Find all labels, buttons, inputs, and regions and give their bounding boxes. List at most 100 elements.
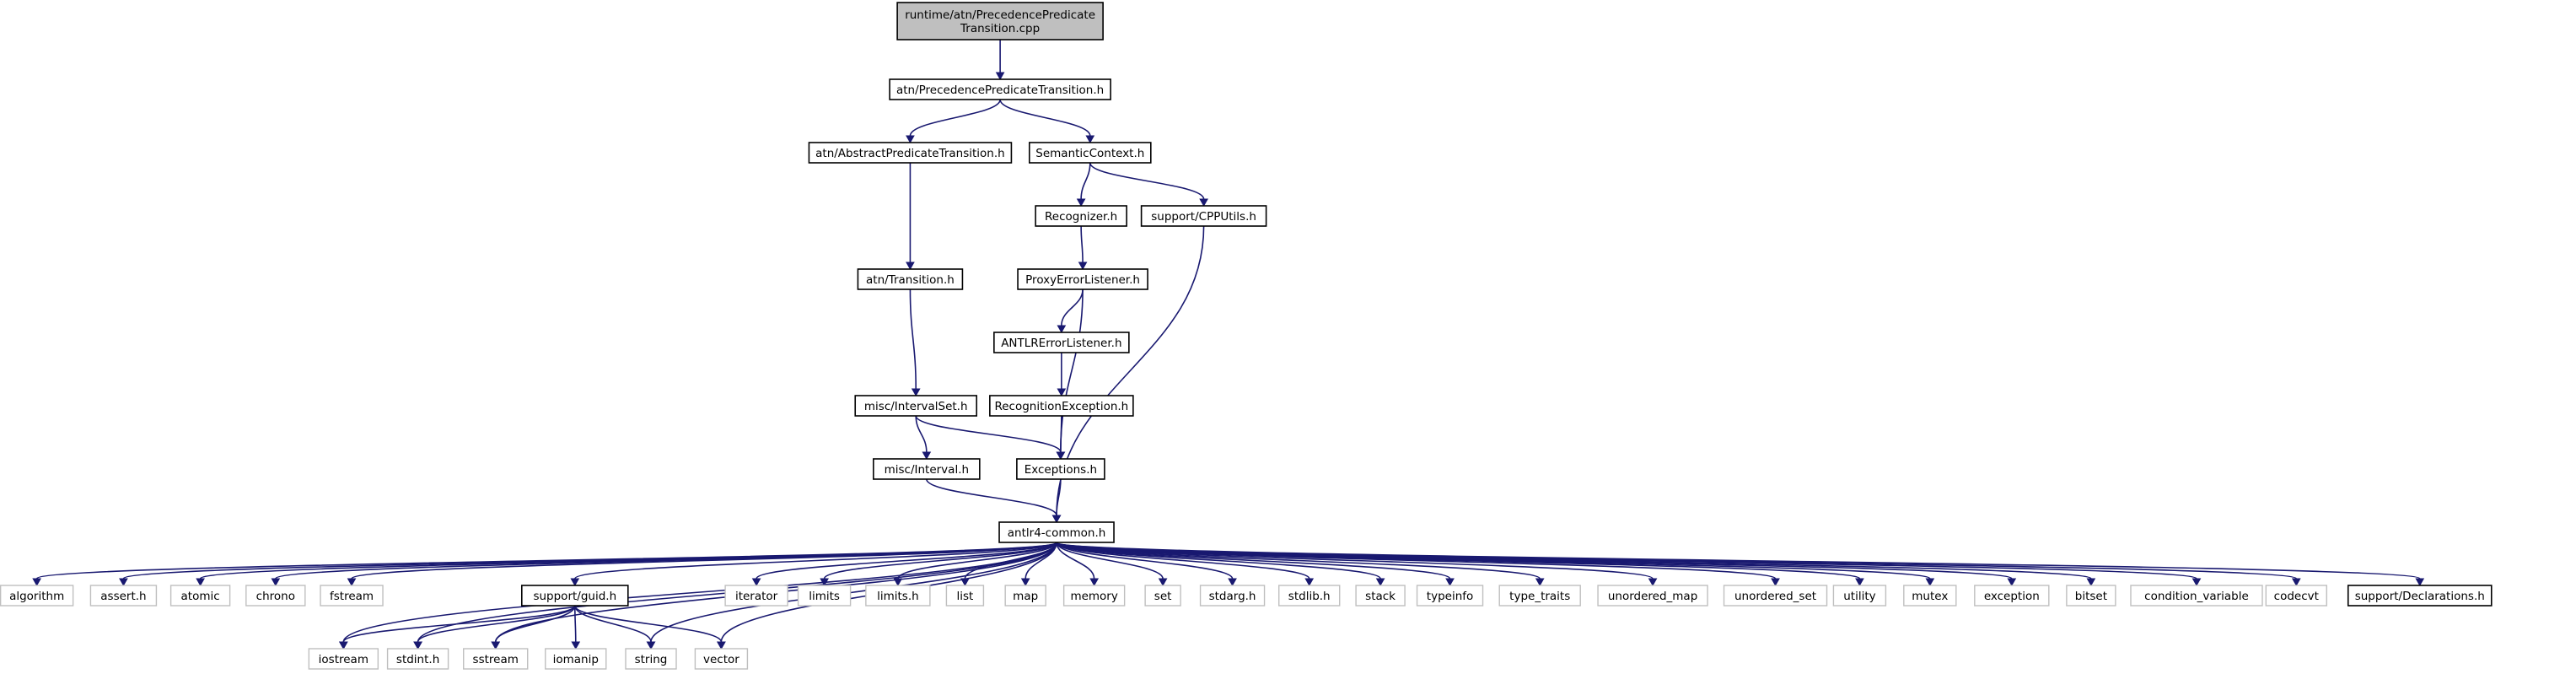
node-misc-interval-h[interactable]: misc/Interval.h <box>873 458 981 480</box>
edge-arrowhead <box>413 641 422 650</box>
edge-line <box>1056 542 1541 580</box>
node-box <box>1004 585 1046 607</box>
node-box <box>1028 142 1152 164</box>
node-box <box>854 395 978 417</box>
node-semanticcontext-h[interactable]: SemanticContext.h <box>1028 142 1152 164</box>
node-label: list <box>956 590 973 603</box>
edge-arrowhead <box>2007 578 2017 587</box>
edge-line <box>1060 288 1084 453</box>
edge-guid_h-to-iostream <box>338 605 576 650</box>
node-list: list <box>945 585 985 607</box>
node-proxyerrorlistener-h[interactable]: ProxyErrorListener.h <box>1017 268 1148 290</box>
edge-arrowhead <box>491 641 501 650</box>
edge-arrowhead <box>922 451 932 461</box>
node-box <box>1355 585 1406 607</box>
edge-line <box>1061 288 1084 326</box>
node-limits: limits <box>797 585 852 607</box>
node-box <box>0 585 74 607</box>
node-label: atn/AbstractPredicateTransition.h <box>815 147 1005 160</box>
edge-arrowhead <box>1375 578 1385 587</box>
edge-arrowhead <box>2191 578 2202 587</box>
node-label: atomic <box>181 590 220 603</box>
node-runtime-atn-precedencepredicatetransition-cpp[interactable]: runtime/atn/PrecedencePredicateTransitio… <box>896 2 1104 40</box>
edge-interval_h-to-common_h <box>926 478 1062 524</box>
edge-guid_h-to-sstream <box>491 605 576 650</box>
edge-arrowhead <box>1057 325 1067 334</box>
node-recognizer-h[interactable]: Recognizer.h <box>1035 205 1127 227</box>
edge-common_h-to-stdarg_h <box>1056 542 1237 587</box>
node-limits-h: limits.h <box>865 585 931 607</box>
node-support-declarations-h[interactable]: support/Declarations.h <box>2347 585 2493 607</box>
edge-line <box>1056 542 2421 580</box>
node-box <box>808 142 1013 164</box>
edge-arrowhead <box>570 578 580 587</box>
edge-common_h-to-set <box>1056 542 1168 587</box>
edge-arrowhead <box>1304 578 1315 587</box>
node-label: ANTLRErrorListener.h <box>1001 337 1121 350</box>
node-atn-transition-h[interactable]: atn/Transition.h <box>857 268 964 290</box>
edge-line <box>909 99 1001 137</box>
node-box <box>865 585 931 607</box>
edge-line <box>199 542 1057 580</box>
node-support-cpputils-h[interactable]: support/CPPUtils.h <box>1140 205 1267 227</box>
edge-arrowhead <box>1648 578 1658 587</box>
edge-arrowhead <box>1199 198 1208 208</box>
edge-arrowhead <box>32 578 41 587</box>
edge-arrowhead <box>271 578 281 587</box>
node-box <box>1903 585 1957 607</box>
node-box <box>308 648 379 670</box>
node-atn-abstractpredicatetransition-h[interactable]: atn/AbstractPredicateTransition.h <box>808 142 1013 164</box>
node-label: atn/Transition.h <box>866 273 955 287</box>
node-label: stack <box>1365 590 1396 603</box>
node-label: iterator <box>735 590 778 603</box>
graph-edges <box>32 39 2425 650</box>
node-antlrerrorlistener-h[interactable]: ANTLRErrorListener.h <box>993 332 1130 353</box>
edge-line <box>1089 162 1205 200</box>
node-box <box>694 648 749 670</box>
edge-line <box>573 605 577 643</box>
edge-arrowhead <box>1445 578 1455 587</box>
edge-line <box>573 542 1057 580</box>
node-box <box>1035 205 1127 227</box>
edge-arrowhead <box>1020 578 1030 587</box>
edge-common_h-to-fstream <box>347 542 1057 587</box>
node-box <box>1498 585 1581 607</box>
node-label: atn/PrecedencePredicateTransition.h <box>896 84 1104 97</box>
node-atn-precedencepredicatetransition-h[interactable]: atn/PrecedencePredicateTransition.h <box>889 78 1111 100</box>
node-antlr4-common-h[interactable]: antlr4-common.h <box>998 521 1115 543</box>
edge-common_h-to-type_traits <box>1056 542 1545 587</box>
edge-line <box>1080 162 1091 200</box>
node-label: chrono <box>256 590 295 603</box>
node-algorithm: algorithm <box>0 585 74 607</box>
node-codecvt: codecvt <box>2265 585 2328 607</box>
node-iomanip: iomanip <box>545 648 607 670</box>
edge-arrowhead <box>1771 578 1780 587</box>
node-exception: exception <box>1974 585 2050 607</box>
node-misc-intervalset-h[interactable]: misc/IntervalSet.h <box>854 395 978 417</box>
node-label: Exceptions.h <box>1024 463 1097 477</box>
node-label: stdint.h <box>396 653 439 666</box>
edge-line <box>909 288 917 390</box>
node-label: misc/Interval.h <box>885 463 969 477</box>
node-label: iostream <box>319 653 368 666</box>
node-box <box>945 585 985 607</box>
edge-arrowhead <box>1535 578 1545 587</box>
node-label: support/Declarations.h <box>2355 590 2485 603</box>
edge-semctx_h-to-cpputils_h <box>1089 162 1208 208</box>
edge-arrowhead <box>196 578 205 587</box>
node-box <box>989 395 1134 417</box>
node-label: limits <box>809 590 840 603</box>
edge-line <box>573 605 652 643</box>
edge-ppt_h-to-apt_h <box>906 99 1001 144</box>
node-box <box>1062 585 1126 607</box>
node-box <box>1974 585 2050 607</box>
edge-arrowhead <box>960 578 970 587</box>
edge-line <box>1056 542 2013 580</box>
node-exceptions-h[interactable]: Exceptions.h <box>1016 458 1105 480</box>
edge-line <box>1056 542 1164 580</box>
node-box <box>1278 585 1341 607</box>
edge-arrowhead <box>338 641 348 650</box>
node-support-guid-h[interactable]: support/guid.h <box>520 585 629 607</box>
node-recognitionexception-h[interactable]: RecognitionException.h <box>989 395 1134 417</box>
node-box <box>625 648 677 670</box>
